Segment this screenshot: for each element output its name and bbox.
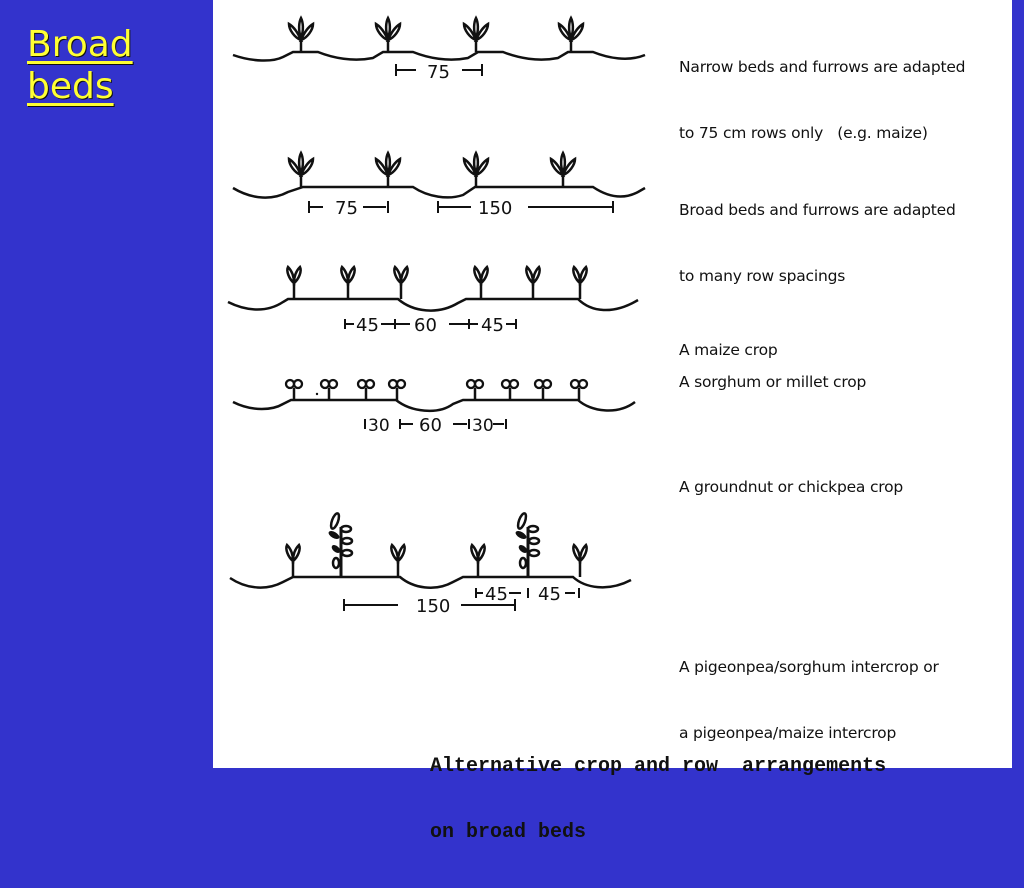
figure-caption: Alternative crop and row arrangements on… [430, 755, 887, 844]
bed-furrow-diagram: 75 75 150 [227, 16, 646, 617]
dim-150: 150 [478, 198, 512, 219]
row-broad-beds-maize: 75 150 [232, 151, 646, 219]
row-sorghum-millet: 45 60 45 [227, 265, 639, 336]
dim-30: 30 [368, 416, 390, 436]
row-narrow-beds: 75 [232, 16, 646, 83]
label-narrow-beds: Narrow beds and furrows are adapted to 7… [679, 58, 966, 142]
row-groundnut-chickpea: 30 60 30 [232, 378, 636, 436]
dim-45: 45 [538, 584, 561, 605]
slide-title: Broad beds [27, 24, 207, 108]
dim-150: 150 [416, 596, 450, 617]
label-sorghum-millet: A sorghum or millet crop [679, 373, 867, 391]
dim-75: 75 [335, 198, 358, 219]
dim-75: 75 [427, 62, 450, 83]
dim-60: 60 [419, 415, 442, 436]
slide-title-line2: beds [27, 66, 114, 107]
dim-45: 45 [356, 315, 379, 336]
dim-45: 45 [481, 315, 504, 336]
label-groundnut-chickpea: A groundnut or chickpea crop [679, 478, 904, 496]
dim-30: 30 [472, 416, 494, 436]
row-pigeonpea-intercrop: 150 45 45 [229, 510, 632, 617]
label-pigeonpea-intercrop: A pigeonpea/sorghum intercrop or a pigeo… [679, 658, 939, 742]
dim-60: 60 [414, 315, 437, 336]
diagram-panel: 75 75 150 [213, 0, 1012, 844]
dim-45: 45 [485, 584, 508, 605]
label-broad-beds: Broad beds and furrows are adapted to ma… [679, 201, 956, 359]
slide-title-line1: Broad [27, 24, 133, 65]
